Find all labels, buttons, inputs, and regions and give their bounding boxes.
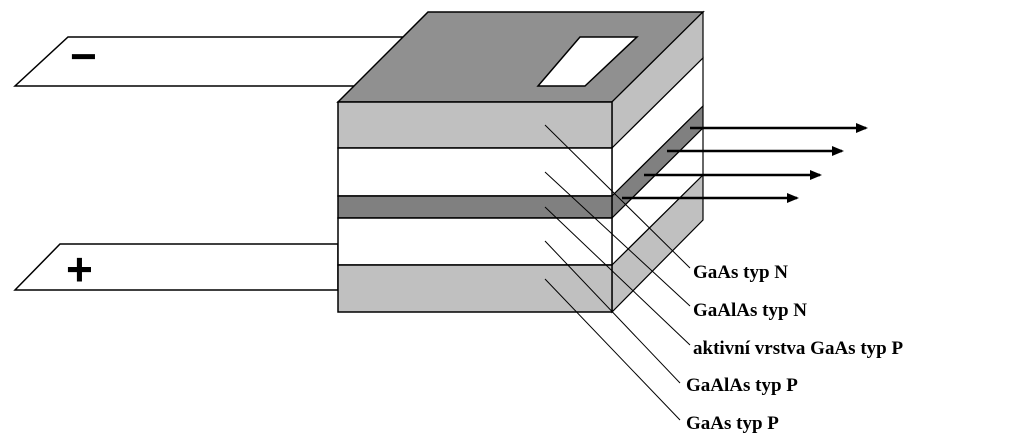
label-active-layer: aktivní vrstva GaAs typ P: [693, 338, 903, 359]
label-gaalas-n: GaAlAs typ N: [693, 300, 807, 321]
label-gaas-p: GaAs typ P: [686, 413, 779, 434]
front-gaas-n: [337, 101, 613, 149]
front-active-layer: [337, 195, 613, 219]
emission-arrows: [622, 123, 868, 203]
front-gaalas-p: [337, 217, 613, 266]
leader-line-active: [544, 206, 691, 346]
positive-sign: +: [66, 243, 93, 295]
positive-electrode-plate: [13, 243, 339, 291]
leader-line-gaas-p: [544, 278, 681, 421]
label-gaalas-p: GaAlAs typ P: [686, 375, 798, 396]
leader-line-gaalas-n: [544, 171, 691, 307]
leader-lines: [544, 124, 691, 421]
leader-line-gaas-n: [544, 124, 691, 269]
front-gaas-p: [337, 264, 613, 313]
front-gaalas-n: [337, 147, 613, 197]
label-gaas-n: GaAs typ N: [693, 262, 788, 283]
leader-line-gaalas-p: [544, 240, 681, 384]
negative-sign: −: [70, 30, 97, 82]
negative-electrode-tab: [536, 36, 639, 87]
